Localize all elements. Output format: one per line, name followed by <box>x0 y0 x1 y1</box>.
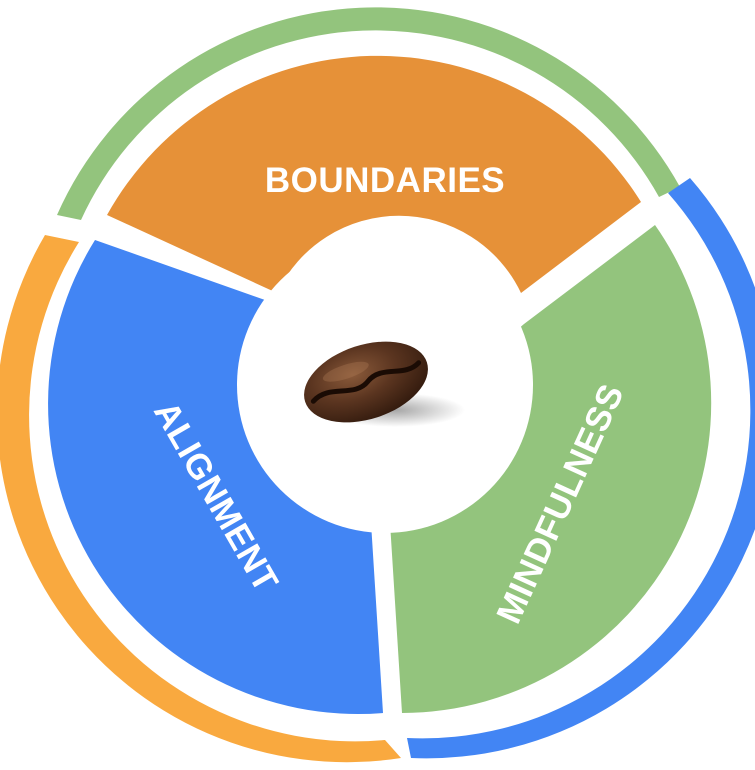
boundaries-label: BOUNDARIES <box>265 161 505 200</box>
outer-ring <box>0 7 755 763</box>
coffee-bean-icon <box>304 341 465 427</box>
outer-ring-orange-arc <box>0 235 401 763</box>
outer-ring-blue-arc <box>407 178 755 759</box>
segment-boundaries <box>107 55 641 294</box>
outer-ring-green-arc <box>57 7 680 221</box>
segment-mindfulness <box>379 225 712 713</box>
